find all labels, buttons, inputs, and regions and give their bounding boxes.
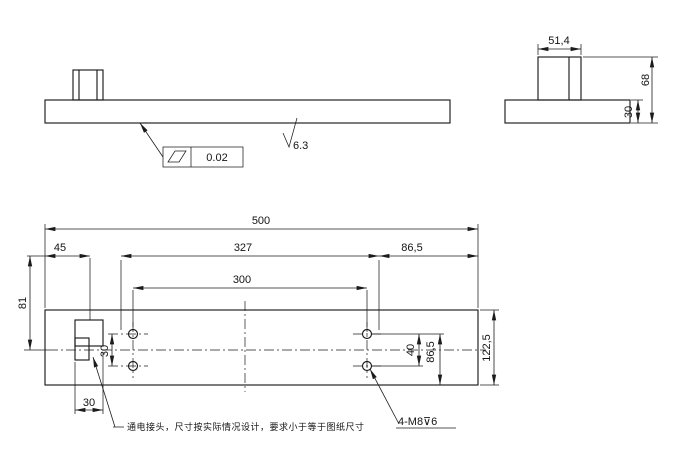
dim-86-5-top: 86,5 xyxy=(401,242,422,254)
dim-30-thickness: 30 xyxy=(623,106,635,118)
thread-callout: 4-M8⊽6 xyxy=(398,416,437,428)
dim-86-5-side: 86,5 xyxy=(425,341,437,362)
dim-68: 68 xyxy=(640,74,652,86)
dim-51-4: 51,4 xyxy=(548,35,569,47)
end-view: 51,4 30 68 xyxy=(504,35,658,124)
flatness-frame xyxy=(162,146,244,168)
flatness-leader xyxy=(139,122,164,158)
roughness-icon xyxy=(282,117,298,149)
flatness-icon xyxy=(167,150,187,163)
dim-300: 300 xyxy=(233,274,251,286)
dim-500: 500 xyxy=(252,215,270,227)
plan-view: 500 45 327 86,5 300 81 122,5 86,5 40 xyxy=(17,215,499,432)
dim-81: 81 xyxy=(17,297,29,309)
connector-inner-outline xyxy=(74,337,90,361)
dim-327: 327 xyxy=(234,242,252,254)
hole xyxy=(127,328,139,340)
boss-outline-end xyxy=(537,56,582,101)
side-view: 0.02 6.3 xyxy=(44,69,451,168)
dim-30-connector: 30 xyxy=(83,397,95,409)
connector-note: 通电接头，尺寸按实际情况设计，要求小于等于图纸尺寸 xyxy=(127,421,365,432)
hole xyxy=(127,360,139,372)
plate-outline-plan xyxy=(44,309,479,386)
dim-45: 45 xyxy=(54,242,66,254)
dim-30-holes: 30 xyxy=(99,345,111,357)
plate-outline-end xyxy=(504,99,631,124)
boss-outline-side xyxy=(72,69,104,101)
connector-note-leader xyxy=(92,356,116,428)
flatness-value: 0.02 xyxy=(206,152,227,164)
roughness-value: 6.3 xyxy=(293,140,308,152)
dim-40: 40 xyxy=(405,344,417,356)
hole xyxy=(361,328,373,340)
plate-outline-side xyxy=(44,99,451,124)
hole xyxy=(361,360,373,372)
thread-callout-leader xyxy=(369,368,400,425)
dim-122-5: 122,5 xyxy=(481,334,493,362)
